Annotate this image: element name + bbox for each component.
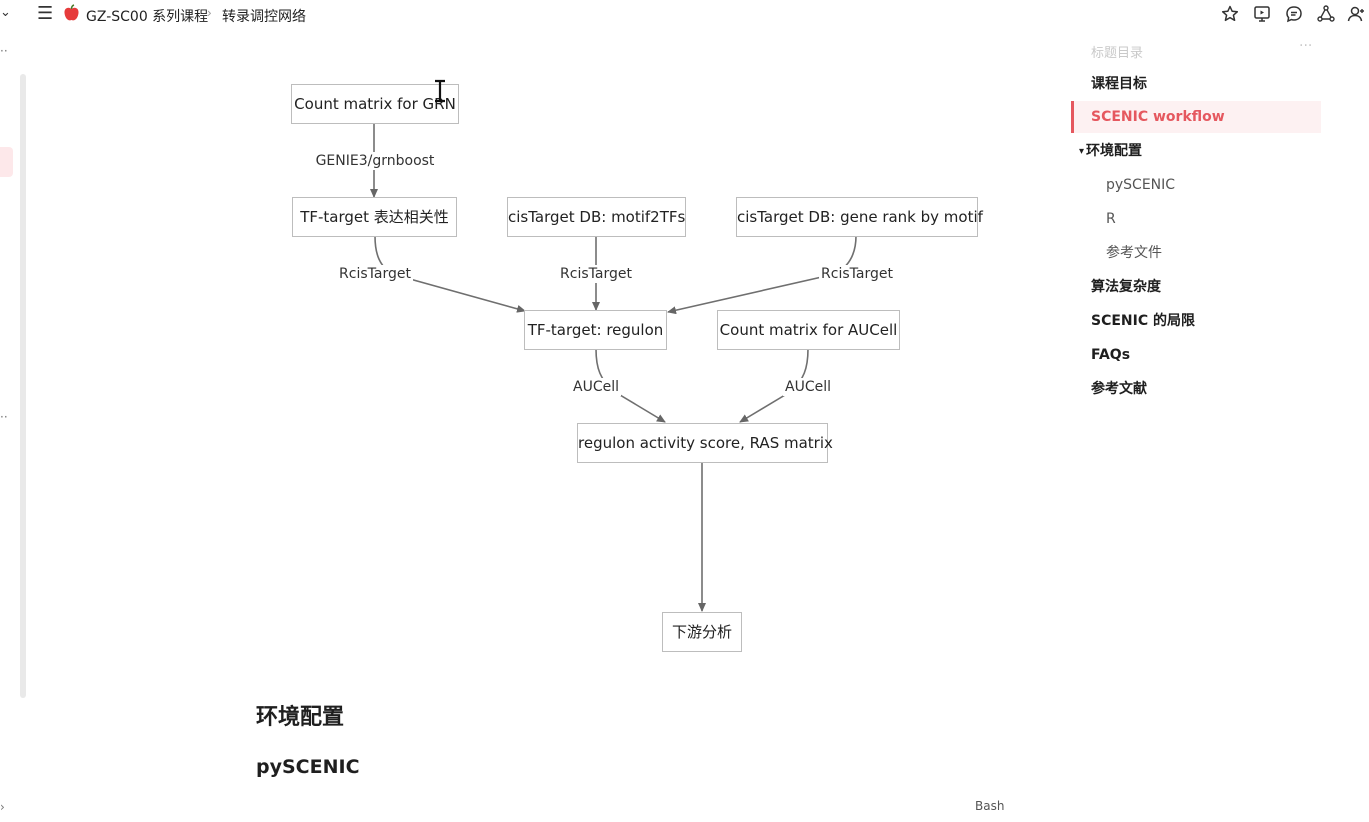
toc-item-course-goals[interactable]: 课程目标 (1071, 68, 1321, 100)
node-downstream-analysis: 下游分析 (662, 612, 742, 652)
star-icon[interactable] (1220, 4, 1240, 24)
toc-item-label: FAQs (1091, 347, 1131, 363)
edge-label-rcistarget: RcisTarget (819, 265, 895, 283)
chevron-down-icon[interactable]: ⌄ (0, 5, 11, 20)
toc-item-label: 参考文件 (1106, 245, 1162, 261)
apple-icon (63, 4, 80, 22)
scrollbar[interactable] (20, 74, 26, 698)
node-cistarget-motif2tfs: cisTarget DB: motif2TFs (507, 197, 686, 237)
edge-label-rcistarget: RcisTarget (337, 265, 413, 283)
toc-item-label: pySCENIC (1106, 177, 1176, 193)
toc-item-label: 算法复杂度 (1091, 279, 1161, 295)
edge-label-aucell: AUCell (571, 378, 621, 396)
edge-label-rcistarget: RcisTarget (558, 265, 634, 283)
more-icon[interactable]: ·· (0, 44, 8, 58)
toc-item-r[interactable]: R (1071, 203, 1321, 235)
more-icon[interactable]: ··· (1299, 38, 1313, 54)
node-cistarget-gene-rank: cisTarget DB: gene rank by motif (736, 197, 983, 237)
collapse-handle-icon[interactable]: ·· (0, 410, 8, 424)
expand-arrow-icon[interactable]: › (0, 800, 5, 814)
toc-item-faqs[interactable]: FAQs (1071, 339, 1321, 371)
breadcrumb-current[interactable]: 转录调控网络 (222, 9, 306, 25)
code-language-label[interactable]: Bash (975, 799, 1005, 813)
comment-icon[interactable] (1284, 4, 1304, 24)
toc-item-label: SCENIC workflow (1091, 109, 1225, 125)
scenic-workflow-diagram: Count matrix for GRN TF-target 表达相关性 cis… (280, 70, 1000, 660)
node-count-matrix-grn: Count matrix for GRN (291, 84, 459, 124)
node-tf-target-regulon: TF-target: regulon (524, 310, 667, 350)
breadcrumb-course[interactable]: GZ-SC00 系列课程 (86, 9, 209, 25)
toc-item-pyscenic[interactable]: pySCENIC (1071, 169, 1321, 201)
text-cursor-icon (435, 79, 445, 103)
toc-item-label: 参考文献 (1091, 381, 1147, 397)
menu-icon[interactable]: ☰ (37, 3, 54, 24)
share-icon[interactable] (1316, 4, 1336, 24)
toc-item-references[interactable]: 参考文献 (1071, 373, 1321, 405)
toc-item-complexity[interactable]: 算法复杂度 (1071, 271, 1321, 303)
left-strip: ·· ·· › (0, 30, 20, 822)
toc-item-label: 环境配置 (1086, 143, 1143, 159)
top-bar: ⌄ ☰ GZ-SC00 系列课程 › 转录调控网络 (0, 0, 1369, 30)
toc-item-limitations[interactable]: SCENIC 的局限 (1071, 305, 1321, 337)
section-heading-env: 环境配置 (256, 705, 345, 730)
node-count-matrix-aucell: Count matrix for AUCell (717, 310, 900, 350)
toc-item-scenic-workflow[interactable]: SCENIC workflow (1071, 101, 1321, 133)
toc-item-label: 课程目标 (1091, 76, 1147, 92)
edge-label-genie3: GENIE3/grnboost (313, 152, 437, 170)
breadcrumb-separator: › (207, 6, 212, 20)
outline-title: 标题目录 (1091, 46, 1144, 61)
toc-item-label: SCENIC 的局限 (1091, 313, 1195, 329)
caret-down-icon[interactable]: ▾ (1079, 146, 1085, 157)
toc-item-reference-files[interactable]: 参考文件 (1071, 237, 1321, 269)
toc-item-env-setup[interactable]: ▾环境配置 (1071, 135, 1321, 167)
toc-item-label: R (1106, 211, 1116, 227)
edge-label-aucell: AUCell (783, 378, 833, 396)
node-tf-target-correlation: TF-target 表达相关性 (292, 197, 457, 237)
outline-active-marker (0, 147, 13, 177)
present-icon[interactable] (1252, 4, 1272, 24)
node-ras-matrix: regulon activity score, RAS matrix (577, 423, 833, 463)
section-heading-pyscenic: pySCENIC (256, 756, 360, 778)
collaborator-icon[interactable] (1346, 4, 1366, 24)
